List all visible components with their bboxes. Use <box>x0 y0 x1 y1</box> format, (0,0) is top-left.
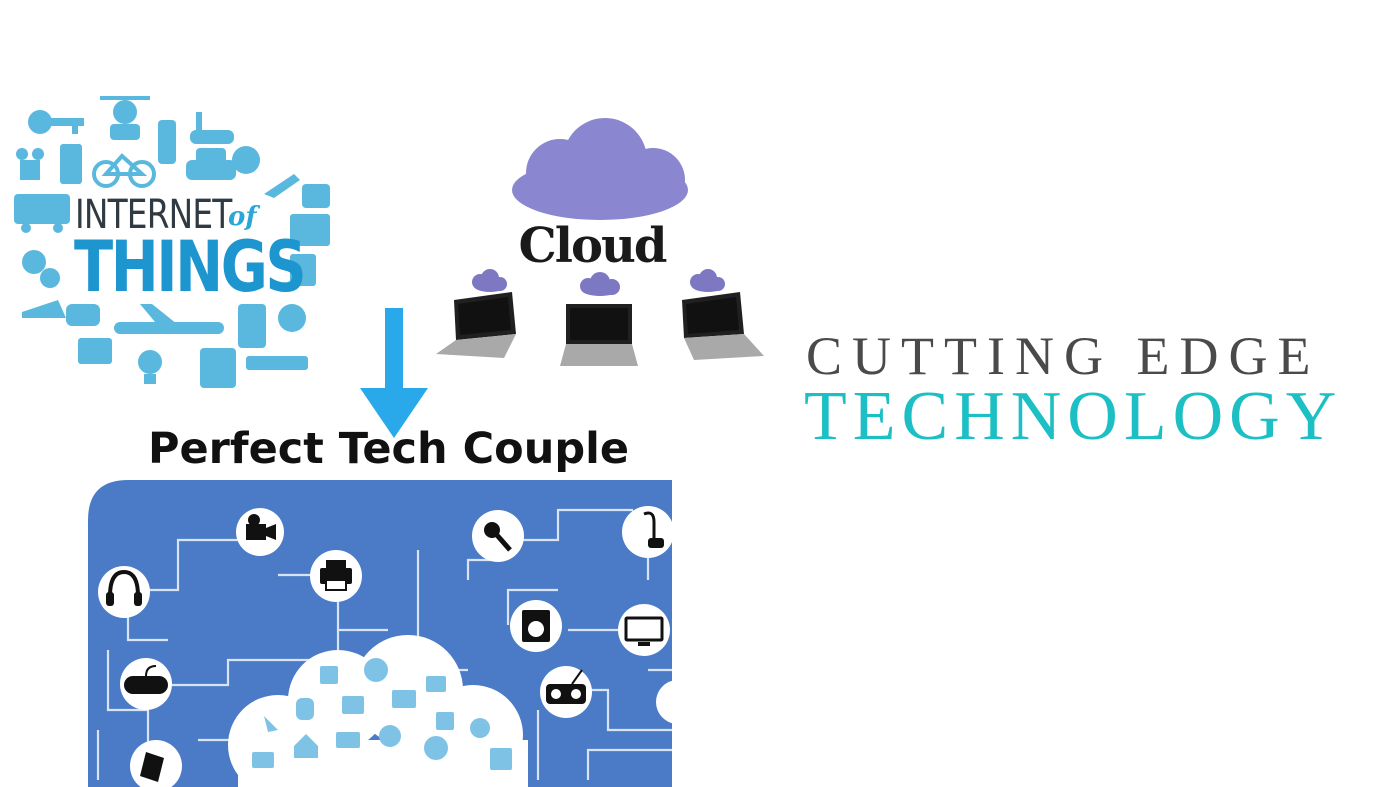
mobile-phone-icon <box>60 144 82 184</box>
shopping-bag-icon <box>320 666 338 684</box>
plant-icon <box>16 148 44 180</box>
fan-icon <box>232 146 260 174</box>
tagline-cutting-edge: CUTTING EDGE <box>806 326 1321 386</box>
smart-speaker-icon <box>158 120 176 164</box>
chat-icon <box>424 736 448 760</box>
cloud-upload-icon <box>364 658 388 682</box>
vacuum-cleaner-icon <box>622 506 672 558</box>
microwave-icon <box>290 214 330 246</box>
calendar-icon <box>490 748 512 770</box>
tv-icon <box>78 338 112 364</box>
car-icon <box>186 148 236 180</box>
mobile-phone-icon <box>130 740 182 787</box>
iron-icon <box>22 300 66 318</box>
headset-icon <box>98 566 150 618</box>
gamepad-icon <box>120 658 172 710</box>
bus-icon <box>200 348 236 388</box>
printer-icon <box>310 550 362 602</box>
down-arrow-icon <box>360 308 428 438</box>
couple-title: Perfect Tech Couple <box>148 424 630 474</box>
search-icon <box>470 718 490 738</box>
boombox-icon <box>540 666 592 718</box>
clock-icon <box>278 304 306 332</box>
bathtub-icon <box>190 112 234 144</box>
drone-icon <box>100 96 150 140</box>
microphone-icon <box>472 510 524 562</box>
mail-icon <box>252 752 274 768</box>
iot-title-internet: INTERNET <box>75 192 232 238</box>
video-camera-icon <box>236 508 284 556</box>
scale-icon <box>302 184 330 208</box>
device-network-illustration <box>88 480 672 787</box>
laptop-icon <box>436 269 516 358</box>
router-icon <box>246 356 308 370</box>
key-icon <box>28 110 84 134</box>
washing-machine-icon <box>510 600 562 652</box>
airplane-icon <box>264 174 300 198</box>
speaker-icon <box>238 304 266 348</box>
monitor-icon <box>618 604 670 656</box>
gear-icon <box>22 250 46 274</box>
train-icon <box>14 194 70 233</box>
laptop-icon <box>560 272 638 366</box>
cursor-icon <box>264 716 278 732</box>
database-icon <box>296 698 314 720</box>
touchscreen-icon <box>342 696 364 714</box>
bicycle-icon <box>92 153 156 188</box>
home-icon <box>294 734 318 758</box>
iot-illustration <box>14 96 330 388</box>
sync-icon <box>436 712 454 730</box>
iot-title-of: of <box>228 202 257 232</box>
trash-bin-icon <box>290 254 316 286</box>
telephone-icon <box>66 304 100 326</box>
laptop-icon <box>682 269 764 360</box>
cloud-label: Cloud <box>518 218 668 274</box>
location-pin-icon <box>379 725 401 747</box>
light-bulb-icon <box>138 350 162 374</box>
tagline-technology: TECHNOLOGY <box>804 378 1343 455</box>
airplane-large-icon <box>114 304 224 334</box>
browser-icon <box>426 676 446 692</box>
cloud-icon <box>512 118 688 220</box>
device-partial-icon <box>656 680 672 724</box>
iot-title-things: THINGS <box>74 226 307 308</box>
cart-icon <box>336 732 360 748</box>
laptop-cloud-icon <box>392 690 416 708</box>
